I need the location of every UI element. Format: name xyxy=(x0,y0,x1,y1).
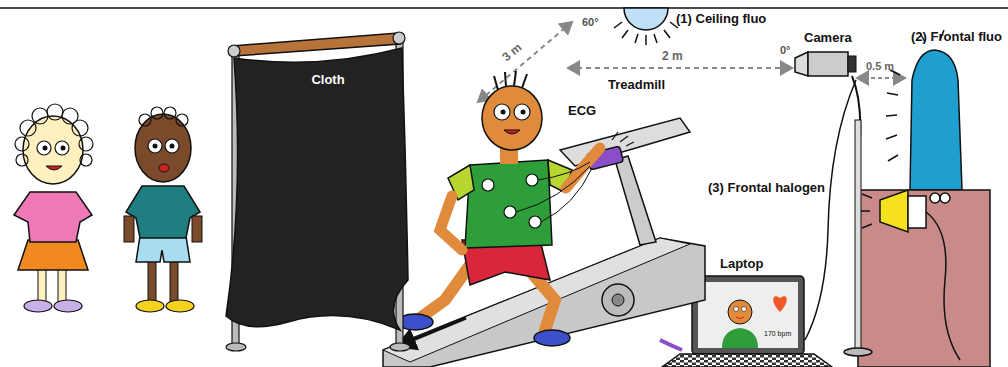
distance-line xyxy=(857,77,905,79)
device-label: Laptop xyxy=(720,257,763,271)
angle-label: 0° xyxy=(780,44,791,56)
device-label: ECG xyxy=(566,104,598,118)
lamp-label: (3) Frontal halogen xyxy=(708,181,825,195)
device-label: Treadmill xyxy=(608,78,665,92)
cloth-outline xyxy=(226,48,408,330)
ceiling-line xyxy=(0,7,1008,9)
dimension-label: 2 m xyxy=(662,50,683,63)
lamp-label: (2) Frontal fluo xyxy=(911,30,1002,44)
heart-rate-readout: 170 bpm xyxy=(764,330,791,338)
halogen-lamp xyxy=(860,190,960,360)
runner xyxy=(397,71,600,346)
ceiling-lamp xyxy=(614,8,678,45)
angle-label: 60° xyxy=(582,16,599,28)
cloth-panel: Cloth xyxy=(224,44,432,334)
camera xyxy=(795,52,872,356)
frontal-fluo-lamp xyxy=(886,30,962,190)
cloth-shape xyxy=(224,44,416,334)
device-label: Camera xyxy=(804,31,852,45)
dimension-label: 3 m xyxy=(499,40,526,66)
lamp-label: (1) Ceiling fluo xyxy=(676,12,766,26)
distance-line xyxy=(568,67,792,69)
treadmill xyxy=(383,118,705,367)
table xyxy=(858,190,990,367)
girl-figure xyxy=(14,104,93,312)
node-text: Cloth xyxy=(224,72,432,87)
boy-figure xyxy=(124,107,202,312)
dimension-label: 0.5 m xyxy=(866,60,894,72)
